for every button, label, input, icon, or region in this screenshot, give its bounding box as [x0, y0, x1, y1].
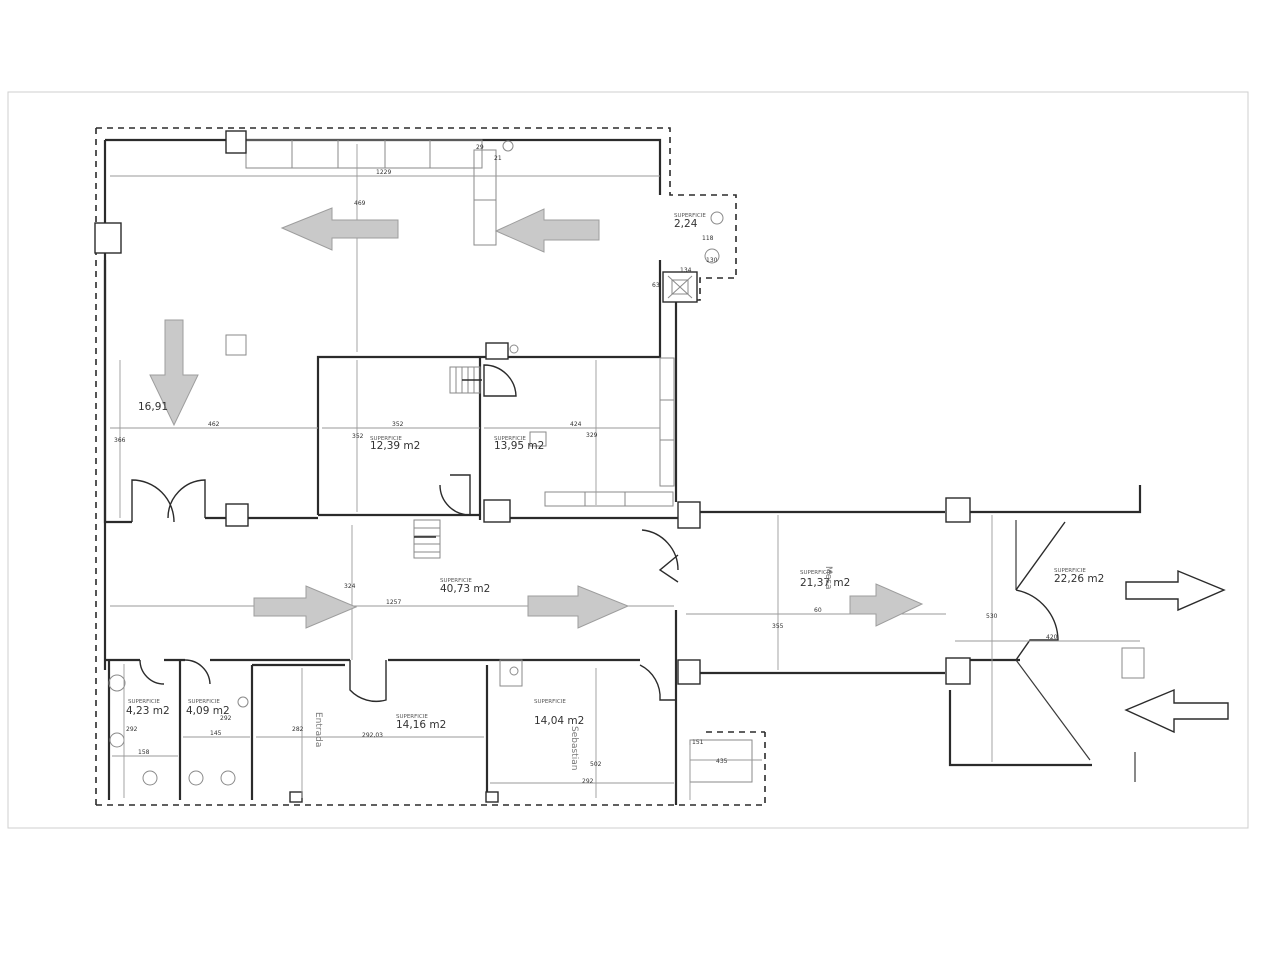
sink-icon [108, 674, 126, 692]
dimension-label: 324 [344, 583, 356, 590]
column [485, 342, 509, 360]
area-value: 22,26 m2 [1054, 573, 1104, 585]
arrow-right-icon [253, 585, 358, 629]
toilet-icon [704, 248, 720, 264]
dimension-label: 292 [126, 726, 138, 733]
area-sup-label: SUPERFICIE [494, 436, 526, 442]
sink-icon [710, 211, 724, 225]
area-value: 14,04 m2 [534, 715, 584, 727]
dimension-lines [110, 144, 1140, 800]
area-sup-label: SUPERFICIE [674, 213, 706, 219]
area-sup-label: SUPERFICIE [534, 699, 566, 705]
area-value: 14,16 m2 [396, 719, 446, 731]
arrow-left-icon [280, 207, 399, 251]
sink-icon [109, 732, 125, 748]
dimension-label: 352 [392, 421, 404, 428]
dimension-label: 134 [680, 267, 692, 274]
arrow-right-icon [527, 585, 630, 629]
area-labels: 16,91 SUPERFICIE 12,39 m2 SUPERFICIE 13,… [126, 213, 1104, 731]
dimension-label: 424 [570, 421, 582, 428]
arrow-left-icon [494, 208, 600, 253]
area-value: 16,91 [138, 401, 168, 413]
dimension-label: 60 [814, 607, 822, 614]
dimension-label: 355 [772, 623, 784, 630]
column [94, 222, 122, 254]
dimension-label: 63 [652, 282, 660, 289]
area-sup-label: SUPERFICIE [800, 570, 832, 576]
room-names: Entrada Sebastian Mesa [313, 566, 833, 770]
sink-icon [502, 140, 514, 152]
flow-arrows [149, 207, 924, 629]
area-value: 4,23 m2 [126, 705, 170, 717]
area-value: 21,37 m2 [800, 577, 850, 589]
area-sup-label: SUPERFICIE [1054, 568, 1086, 574]
toilet-icon [142, 770, 158, 786]
column [225, 130, 247, 154]
column [485, 791, 499, 803]
column [677, 659, 701, 685]
dimension-label: 292 [582, 778, 594, 785]
dimension-label: 130 [706, 257, 718, 264]
doors [131, 364, 1066, 703]
area-value: 12,39 m2 [370, 440, 420, 452]
dimension-label: 469 [354, 200, 366, 207]
dimension-label: 366 [114, 437, 126, 444]
dimension-label: 1257 [386, 599, 401, 606]
dimension-label: 420 [1046, 634, 1058, 641]
dimension-label: 118 [702, 235, 714, 242]
dimension-label: 435 [716, 758, 728, 765]
dimension-label: 145 [210, 730, 222, 737]
fixtures [225, 139, 1145, 783]
dimension-label: 530 [986, 613, 998, 620]
dimension-label: 292 [220, 715, 232, 722]
arrow-right-icon [849, 583, 924, 627]
room-name: Mesa [823, 566, 833, 590]
dimension-label: 352 [352, 433, 364, 440]
column [483, 499, 511, 523]
sink-icon [509, 666, 519, 676]
exit-arrow-icon [1125, 569, 1226, 612]
stairs [413, 366, 482, 559]
sink-icon [509, 344, 519, 354]
area-sup-label: SUPERFICIE [440, 578, 472, 584]
dimension-label: 151 [692, 739, 704, 746]
column [945, 497, 971, 523]
dimension-label: 158 [138, 749, 150, 756]
area-sup-label: SUPERFICIE [128, 699, 160, 705]
area-value: 2,24 [674, 218, 698, 230]
dimension-label: 1229 [376, 169, 391, 176]
entry-arrow-icon [1124, 688, 1229, 734]
dimension-label: 21 [494, 155, 502, 162]
area-sup-label: SUPERFICIE [370, 436, 402, 442]
dimension-label: 502 [590, 761, 602, 768]
sanitary-fixtures [108, 140, 724, 786]
toilet-icon [220, 770, 236, 786]
page-frame [7, 91, 1249, 829]
column [289, 791, 303, 803]
access-arrows [1124, 569, 1229, 734]
dimension-label: 462 [208, 421, 220, 428]
columns [94, 130, 971, 803]
dimension-label: 282 [292, 726, 304, 733]
area-value: 4,09 m2 [186, 705, 230, 717]
walls [103, 138, 1142, 805]
dimension-label: 292,03 [362, 732, 383, 739]
sink-icon [237, 696, 249, 708]
arrow-down-icon [149, 319, 199, 427]
dimension-label: 329 [586, 432, 598, 439]
column [677, 501, 701, 529]
area-value: 40,73 m2 [440, 583, 490, 595]
area-value: 13,95 m2 [494, 440, 544, 452]
toilet-icon [188, 770, 204, 786]
area-sup-label: SUPERFICIE [188, 699, 220, 705]
dimension-labels: 1229 469 29 21 462 366 352 352 424 329 1… [114, 144, 1058, 785]
column [225, 503, 249, 527]
room-name: Entrada [313, 712, 323, 747]
area-sup-label: SUPERFICIE [396, 714, 428, 720]
column [945, 657, 971, 685]
room-name: Sebastian [569, 726, 579, 770]
dimension-label: 29 [476, 144, 484, 151]
